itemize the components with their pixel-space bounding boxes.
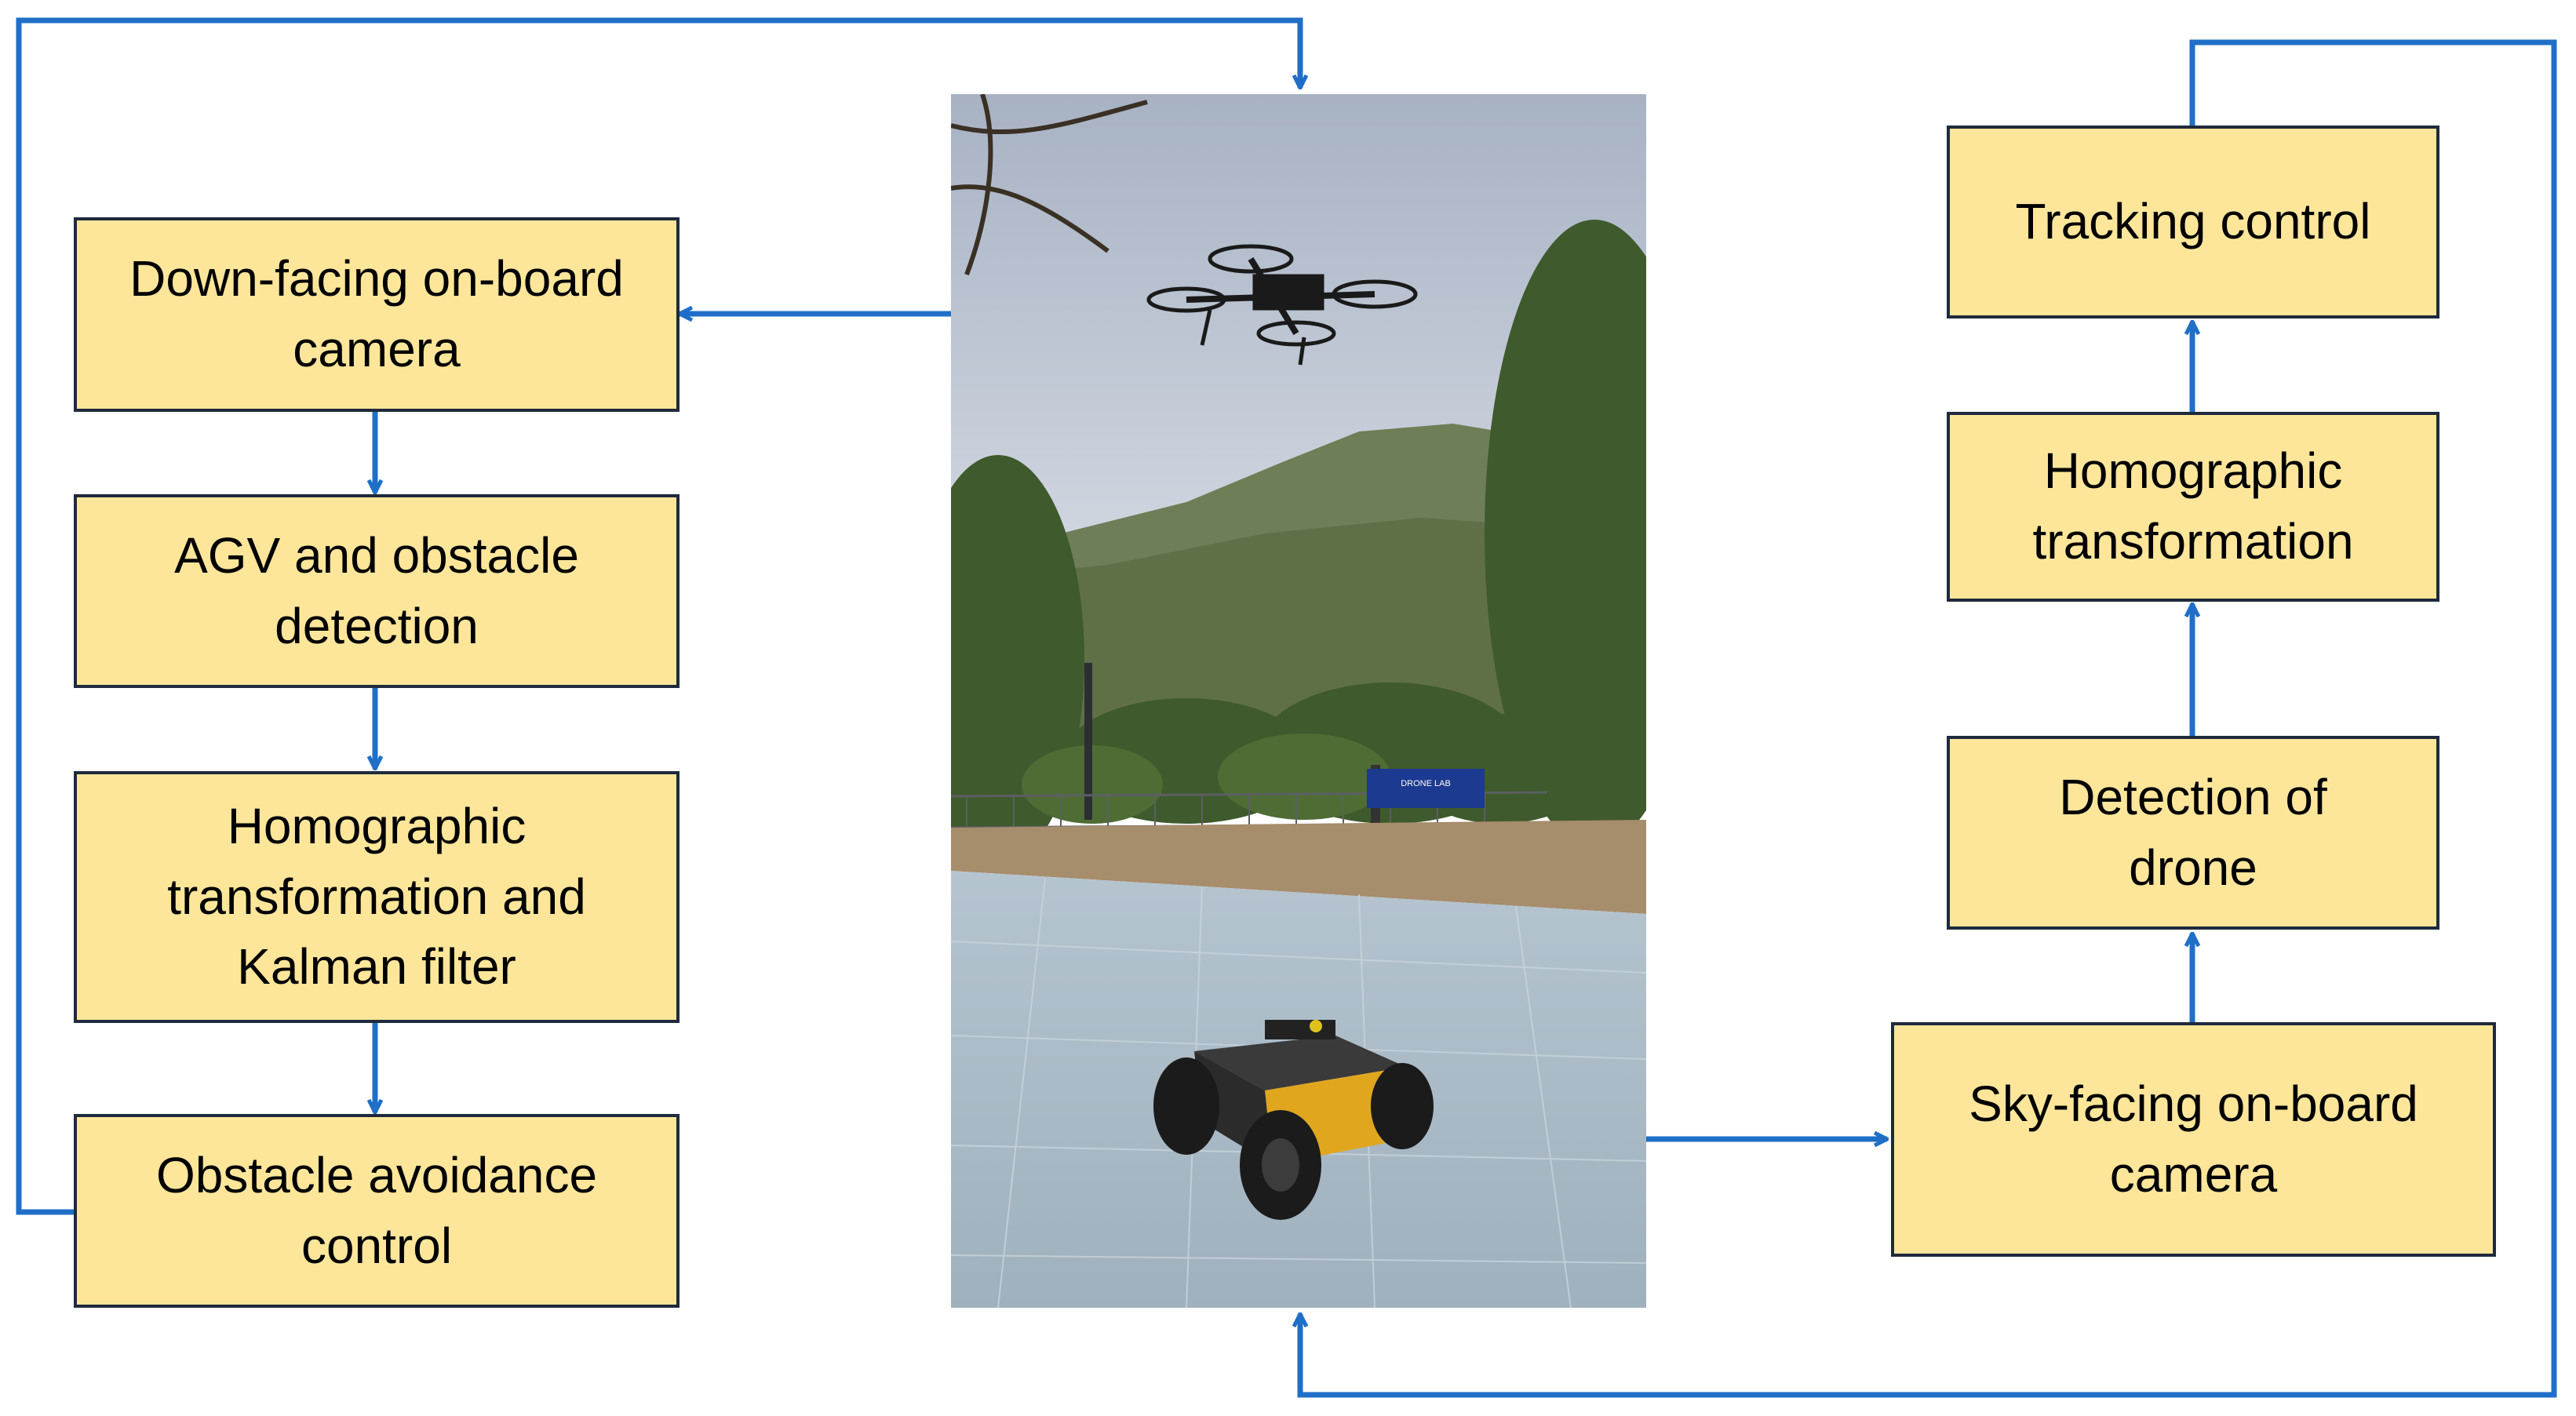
drone-detection-box: Detection of drone (1947, 736, 2439, 930)
obstacle-avoidance-control-box: Obstacle avoidance control (74, 1114, 680, 1308)
drone-icon (1146, 244, 1418, 366)
arrow-avoidance-to-drone (16, 17, 1300, 1215)
homography-kalman-label: Homographic transformation and Kalman fi… (167, 798, 586, 996)
obstacle-avoidance-control-label: Obstacle avoidance control (155, 1146, 598, 1274)
drone-detection-label: Detection of drone (2059, 768, 2327, 896)
drone-agv-photo: DRONE LAB (951, 94, 1646, 1308)
agv-robot-icon (1153, 1020, 1434, 1220)
down-facing-camera-label: Down-facing on-board camera (129, 250, 624, 377)
agv-obstacle-detection-label: AGV and obstacle detection (174, 526, 579, 654)
tracking-control-label: Tracking control (2015, 193, 2371, 250)
down-facing-camera-box: Down-facing on-board camera (74, 217, 680, 412)
agv-obstacle-detection-box: AGV and obstacle detection (74, 494, 680, 688)
tracking-control-box: Tracking control (1947, 126, 2439, 319)
homographic-transformation-label: Homographic transformation (2032, 442, 2354, 570)
lamp-pole (1084, 663, 1092, 820)
homography-kalman-box: Homographic transformation and Kalman fi… (74, 771, 680, 1023)
homographic-transformation-box: Homographic transformation (1947, 412, 2439, 602)
arrow-tracking-to-agv (1300, 39, 2557, 1398)
sky-facing-camera-label: Sky-facing on-board camera (1969, 1075, 2418, 1203)
dirt-ground (951, 820, 1646, 914)
svg-text:DRONE LAB: DRONE LAB (1401, 779, 1451, 788)
drone-lab-sign: DRONE LAB (1367, 765, 1485, 828)
sky-facing-camera-box: Sky-facing on-board camera (1891, 1022, 2496, 1257)
branch-icon (951, 94, 1148, 276)
